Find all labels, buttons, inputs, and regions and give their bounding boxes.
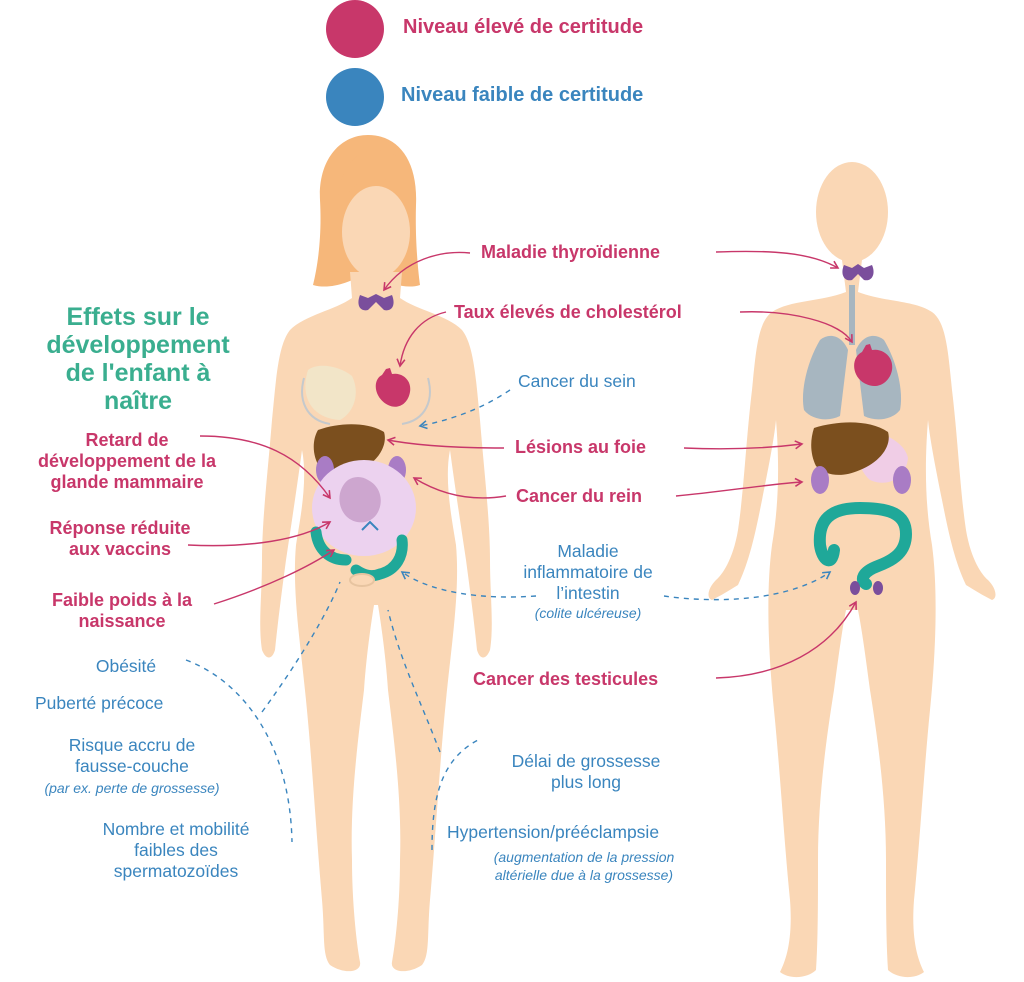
label-ibd-note: (colite ulcéreuse) bbox=[534, 605, 642, 621]
label-thyroid-disease: Maladie thyroïdienne bbox=[481, 242, 661, 262]
legend-high-label: Niveau élevé de certitude bbox=[403, 16, 644, 38]
label-obesity: Obésité bbox=[95, 656, 157, 676]
label-vaccine-response: Réponse réduite aux vaccins bbox=[49, 518, 191, 559]
label-hypertension: Hypertension/prééclampsie bbox=[447, 822, 660, 842]
legend-low-dot bbox=[326, 68, 384, 126]
label-ibd: Maladie inflammatoire de l’intestin bbox=[523, 541, 653, 603]
label-hypertension-note: (augmentation de la pression altérielle … bbox=[493, 849, 675, 883]
label-sperm-quality: Nombre et mobilité faibles des spermatoz… bbox=[102, 819, 250, 881]
label-low-birth-weight: Faible poids à la naissance bbox=[51, 590, 193, 631]
legend-high-dot bbox=[326, 0, 384, 58]
male-figure bbox=[708, 162, 996, 978]
label-miscarriage-note: (par ex. perte de grossesse) bbox=[44, 780, 220, 796]
label-liver-damage: Lésions au foie bbox=[515, 437, 647, 457]
arrows-low bbox=[185, 389, 832, 851]
label-mammary-delay: Retard de développement de la glande mam… bbox=[37, 430, 217, 492]
label-testicular-cancer: Cancer des testicules bbox=[473, 669, 659, 689]
label-miscarriage: Risque accru de fausse-couche bbox=[68, 735, 196, 776]
legend-low-label: Niveau faible de certitude bbox=[401, 84, 644, 106]
arrows-high bbox=[187, 250, 857, 679]
label-high-cholesterol: Taux élevés de cholestérol bbox=[454, 302, 682, 322]
label-pregnancy-delay: Délai de grossesse plus long bbox=[511, 751, 661, 792]
label-kidney-cancer: Cancer du rein bbox=[516, 486, 643, 506]
diagram-title: Effets sur le développement de l'enfant … bbox=[46, 303, 230, 415]
label-breast-cancer: Cancer du sein bbox=[518, 371, 636, 391]
female-figure bbox=[260, 135, 492, 972]
label-early-puberty: Puberté précoce bbox=[35, 693, 164, 713]
